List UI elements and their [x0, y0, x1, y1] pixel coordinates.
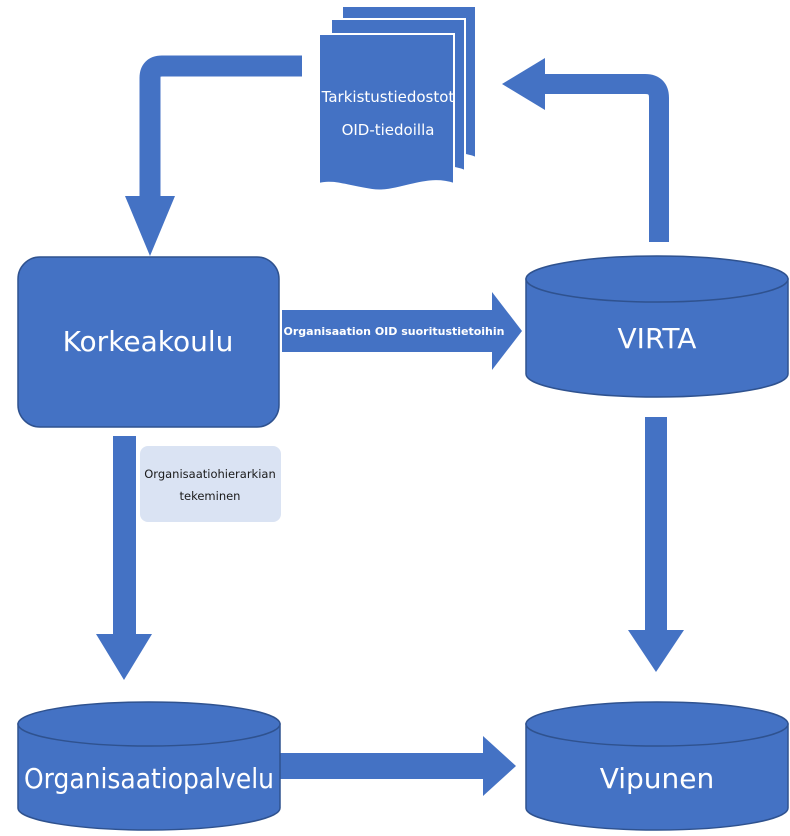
database-organisaatiopalvelu: Organisaatiopalvelu [17, 701, 281, 831]
organisaatiopalvelu-label: Organisaatiopalvelu [24, 762, 274, 795]
vipunen-label: Vipunen [600, 762, 715, 795]
edge-label-korkeakoulu-to-virta: Organisaation OID suoritustietoihin [284, 325, 505, 338]
edge-note-line2: tekeminen [180, 489, 241, 503]
arrow-virta-to-vipunen [628, 417, 684, 672]
edge-note-line1: Organisaatiohierarkian [144, 467, 276, 481]
arrow-files-to-korkeakoulu [125, 55, 302, 256]
process-korkeakoulu: Korkeakoulu [17, 256, 280, 428]
korkeakoulu-label: Korkeakoulu [63, 325, 234, 358]
virta-label: VIRTA [618, 322, 697, 355]
document-label-line1: Tarkistustiedostot [321, 88, 455, 106]
database-vipunen: Vipunen [525, 701, 789, 831]
database-virta: VIRTA [525, 255, 789, 398]
edge-note-hierarchy: Organisaatiohierarkian tekeminen [140, 446, 281, 522]
arrow-korkeakoulu-to-organisaatiopalvelu [96, 436, 152, 680]
document-stack-tarkistustiedostot: Tarkistustiedostot OID-tiedoilla [318, 5, 477, 192]
arrow-virta-to-files [502, 58, 669, 242]
arrow-organisaatiopalvelu-to-vipunen [280, 736, 516, 796]
document-label-line2: OID-tiedoilla [342, 121, 435, 139]
arrow-korkeakoulu-to-virta [282, 292, 522, 370]
